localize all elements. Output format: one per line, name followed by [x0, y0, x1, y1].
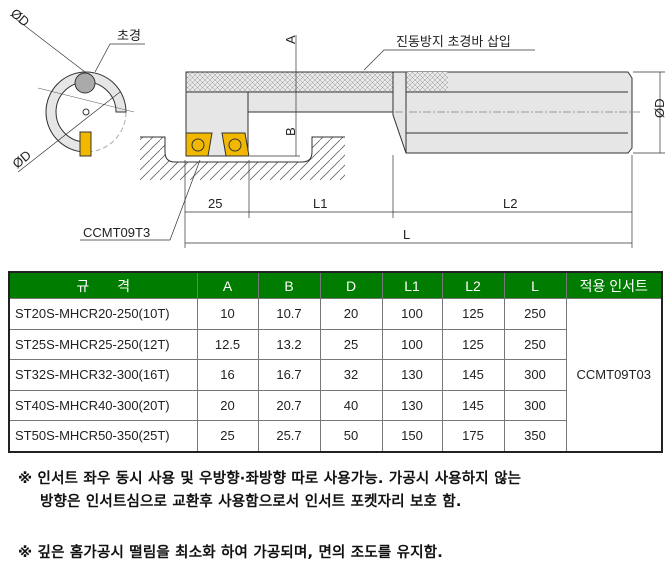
note-2: ※ 깊은 홈가공시 떨림을 최소화 하여 가공되며, 면의 조도를 유지함. [18, 545, 443, 561]
cell-l2: 145 [441, 359, 505, 391]
cell-d: 25 [319, 328, 383, 360]
anti-vibration-label: 진동방지 초경바 삽입 [396, 34, 511, 49]
header-a: A [196, 271, 259, 299]
cell-d: 50 [319, 420, 383, 452]
header-l1: L1 [381, 271, 443, 299]
cell-a: 10 [196, 298, 259, 330]
table-header-row: 규 격 A B D L1 L2 L 적용 인서트 [8, 271, 663, 299]
tool-drawing: ØD ØD 초경 A B ØD 진동방 [8, 5, 667, 248]
note-1-line-1: ※ 인서트 좌우 동시 사용 및 우방향·좌방향 따로 사용가능. 가공시 사용… [18, 471, 522, 487]
cell-insert: CCMT09T03 [565, 298, 663, 452]
table-row: ST32S-MHCR32-300(16T) 16 16.7 32 130 145… [8, 359, 662, 391]
cell-spec: ST40S-MHCR40-300(20T) [8, 389, 198, 421]
header-d: D [319, 271, 383, 299]
cell-l: 300 [503, 389, 567, 421]
cell-l2: 125 [441, 328, 505, 360]
cell-a: 12.5 [196, 328, 259, 360]
cell-l: 350 [503, 420, 567, 452]
cell-b: 25.7 [257, 420, 321, 452]
cell-b: 10.7 [257, 298, 321, 330]
cell-l2: 145 [441, 389, 505, 421]
cell-b: 13.2 [257, 328, 321, 360]
dim-l2-label: L2 [503, 196, 517, 211]
cell-spec: ST32S-MHCR32-300(16T) [8, 359, 198, 391]
insert-left [185, 132, 213, 157]
dim-l-label: L [403, 227, 410, 242]
dim-b-label: B [283, 127, 298, 136]
cell-l1: 150 [381, 420, 443, 452]
table-row: ST50S-MHCR50-350(25T) 25 25.7 50 150 175… [8, 420, 662, 452]
dim-l1-label: L1 [313, 196, 327, 211]
phi-d-right-label: ØD [652, 99, 667, 119]
table-row: ST25S-MHCR25-250(12T) 12.5 13.2 25 100 1… [8, 328, 662, 360]
dim-a-label: A [283, 35, 298, 44]
note-1-line-2: 방향은 인서트심으로 교환후 사용함으로서 인서트 포켓자리 보호 함. [40, 494, 462, 510]
cell-spec: ST20S-MHCR20-250(10T) [8, 298, 198, 330]
cell-b: 20.7 [257, 389, 321, 421]
cell-d: 20 [319, 298, 383, 330]
cell-l2: 175 [441, 420, 505, 452]
end-view: ØD ØD 초경 [8, 5, 145, 173]
cell-l1: 100 [381, 328, 443, 360]
workpiece [140, 136, 345, 180]
insert-label: CCMT09T3 [83, 225, 150, 240]
table-row: ST40S-MHCR40-300(20T) 20 20.7 40 130 145… [8, 389, 662, 421]
cell-l2: 125 [441, 298, 505, 330]
cell-l1: 100 [381, 298, 443, 330]
header-b: B [257, 271, 321, 299]
cell-spec: ST50S-MHCR50-350(25T) [8, 420, 198, 452]
carbide-label: 초경 [117, 28, 141, 43]
cell-a: 25 [196, 420, 259, 452]
header-l2: L2 [441, 271, 505, 299]
cell-l: 300 [503, 359, 567, 391]
header-insert: 적용 인서트 [565, 271, 663, 299]
header-spec: 규 격 [8, 271, 198, 299]
cell-spec: ST25S-MHCR25-250(12T) [8, 328, 198, 360]
cell-l1: 130 [381, 389, 443, 421]
table-row: ST20S-MHCR20-250(10T) 10 10.7 20 100 125… [8, 298, 663, 452]
cell-d: 40 [319, 389, 383, 421]
phi-d-bottom-label: ØD [9, 147, 34, 171]
phi-d-top-label: ØD [8, 5, 33, 29]
cell-d: 32 [319, 359, 383, 391]
cell-l: 250 [503, 328, 567, 360]
spec-table: 규 격 A B D L1 L2 L 적용 인서트 ST20S-MHCR20-25… [8, 271, 663, 453]
insert-right [221, 132, 250, 157]
cell-a: 20 [196, 389, 259, 421]
dim-25-label: 25 [208, 196, 222, 211]
cell-b: 16.7 [257, 359, 321, 391]
cell-l1: 130 [381, 359, 443, 391]
cell-l: 250 [503, 298, 567, 330]
header-l: L [503, 271, 567, 299]
cell-a: 16 [196, 359, 259, 391]
tool-body [185, 71, 640, 157]
